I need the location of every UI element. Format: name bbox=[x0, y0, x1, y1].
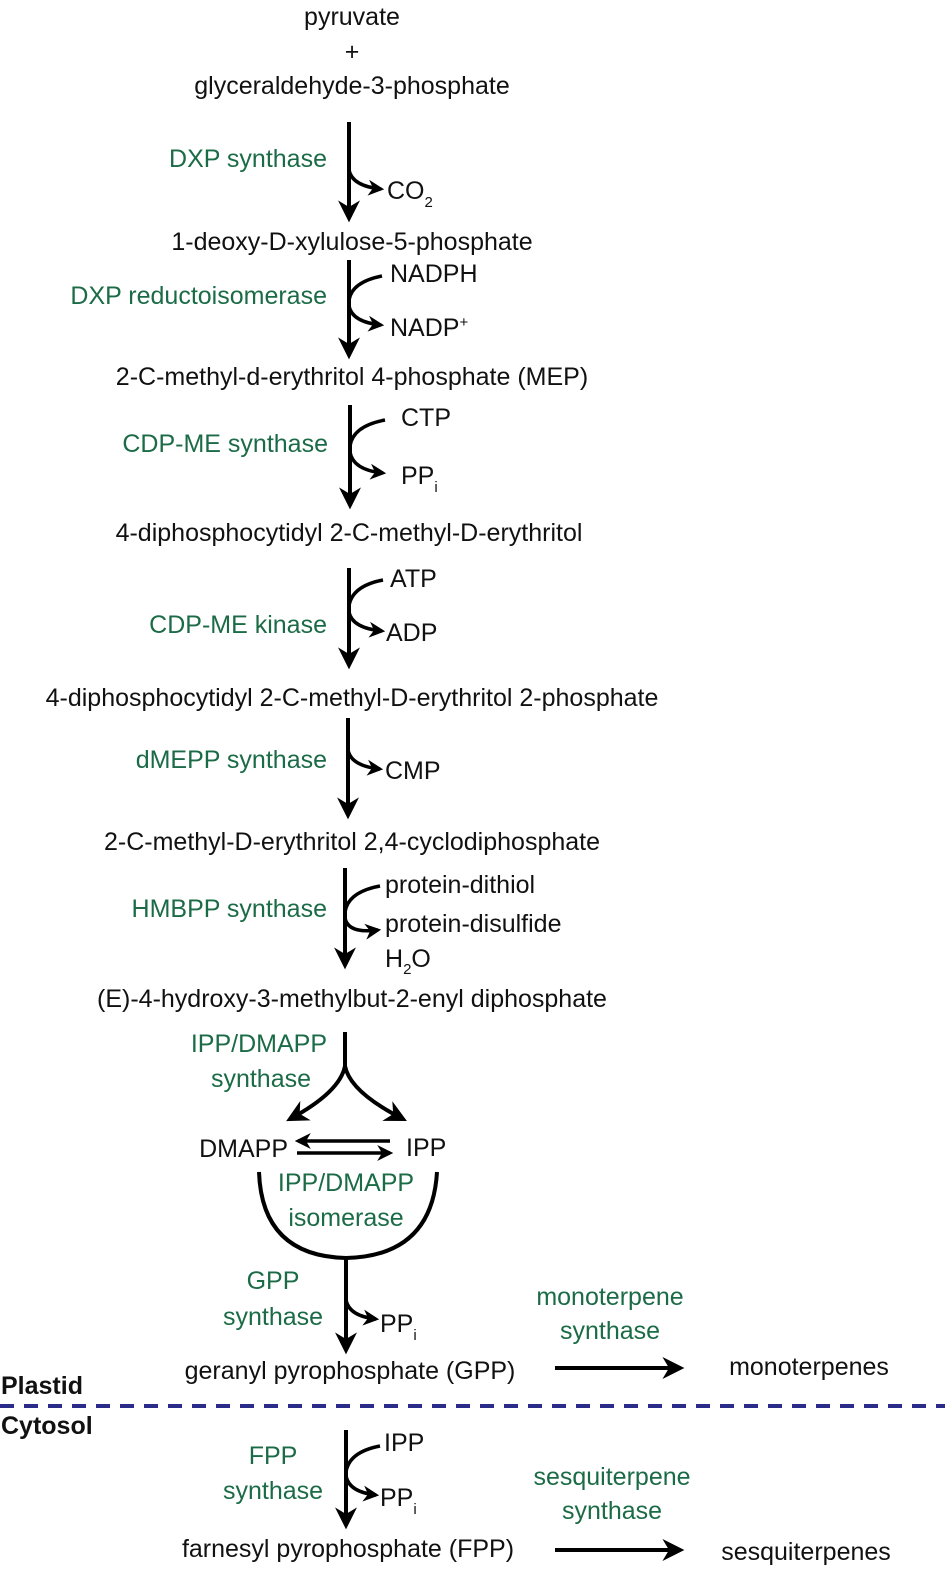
byproduct-arrow bbox=[344, 1299, 380, 1326]
cofactor-nadph: NADPH bbox=[390, 260, 478, 288]
cofactor-nadp: NADP+ bbox=[390, 314, 468, 342]
enzyme-sesquiterpene-synthase-1: sesquiterpene bbox=[533, 1463, 690, 1491]
compound-cdp-mep: 4-diphosphocytidyl 2-C-methyl-D-erythrit… bbox=[46, 684, 659, 712]
enzyme-monoterpene-synthase-1: monoterpene bbox=[536, 1283, 683, 1311]
compound-ipp: IPP bbox=[406, 1134, 446, 1162]
compound-gpp: geranyl pyrophosphate (GPP) bbox=[185, 1357, 516, 1385]
cofactor-cmp: CMP bbox=[385, 757, 441, 785]
enzyme-ipp-dmapp-isomerase-1: IPP/DMAPP bbox=[278, 1169, 414, 1197]
cofactor-in-arrow bbox=[347, 274, 383, 301]
cofactor-ctp: CTP bbox=[401, 404, 451, 432]
byproduct-arrow bbox=[348, 451, 387, 480]
enzyme-dxp-reductoisomerase: DXP reductoisomerase bbox=[70, 282, 327, 310]
byproduct-arrow bbox=[343, 917, 382, 940]
cofactor-h2o: H2O bbox=[385, 945, 431, 978]
compound-mep: 2-C-methyl-d-erythritol 4-phosphate (MEP… bbox=[116, 363, 588, 391]
byproduct-arrow bbox=[347, 305, 385, 332]
enzyme-ipp-dmapp-synthase-2: synthase bbox=[211, 1065, 311, 1093]
compartment-cytosol: Cytosol bbox=[1, 1412, 93, 1440]
cofactor-in-arrow bbox=[347, 578, 384, 607]
compound-fpp: farnesyl pyrophosphate (FPP) bbox=[182, 1535, 514, 1563]
substrate-pyruvate: pyruvate bbox=[304, 3, 400, 31]
cofactor-adp: ADP bbox=[386, 619, 437, 647]
compound-hmbpp: (E)-4-hydroxy-3-methylbut-2-enyl diphosp… bbox=[97, 985, 607, 1013]
enzyme-dxp-synthase: DXP synthase bbox=[169, 145, 327, 173]
substrate-g3p: glyceraldehyde-3-phosphate bbox=[194, 72, 510, 100]
cofactor-in-arrow bbox=[344, 1444, 381, 1473]
cofactor-in-arrow bbox=[343, 884, 381, 913]
enzyme-fpp-synthase-1: FPP bbox=[249, 1442, 298, 1470]
plus-sign: + bbox=[345, 38, 360, 66]
enzyme-fpp-synthase-2: synthase bbox=[223, 1477, 323, 1505]
compound-dmapp: DMAPP bbox=[199, 1135, 288, 1163]
cofactor-ipp: IPP bbox=[384, 1429, 424, 1457]
enzyme-cdp-me-synthase: CDP-ME synthase bbox=[122, 430, 328, 458]
enzyme-hmbpp-synthase: HMBPP synthase bbox=[132, 895, 327, 923]
cofactor-in-arrow bbox=[348, 418, 386, 447]
byproduct-arrow bbox=[347, 169, 385, 196]
compartment-plastid: Plastid bbox=[1, 1372, 83, 1400]
product-monoterpenes: monoterpenes bbox=[729, 1353, 889, 1381]
cofactor-protein-disulfide: protein-disulfide bbox=[385, 910, 562, 938]
enzyme-gpp-synthase-1: GPP bbox=[247, 1267, 300, 1295]
enzyme-ipp-dmapp-isomerase-2: isomerase bbox=[288, 1204, 403, 1232]
enzyme-gpp-synthase-2: synthase bbox=[223, 1303, 323, 1331]
byproduct-arrow bbox=[344, 1475, 380, 1502]
compound-cdp-me: 4-diphosphocytidyl 2-C-methyl-D-erythrit… bbox=[116, 519, 583, 547]
enzyme-cdp-me-kinase: CDP-ME kinase bbox=[149, 611, 327, 639]
enzyme-ipp-dmapp-synthase-1: IPP/DMAPP bbox=[191, 1030, 327, 1058]
cofactor-ppi: PPi bbox=[380, 1484, 417, 1518]
cofactor-ppi: PPi bbox=[401, 462, 438, 496]
cofactor-co2: CO2 bbox=[387, 177, 433, 211]
byproduct-arrow bbox=[346, 749, 384, 776]
byproduct-arrow bbox=[347, 611, 386, 638]
compound-dxp: 1-deoxy-D-xylulose-5-phosphate bbox=[171, 228, 532, 256]
cofactor-atp: ATP bbox=[390, 565, 437, 593]
product-sesquiterpenes: sesquiterpenes bbox=[721, 1538, 891, 1566]
branch-arrow-ipp bbox=[343, 1065, 407, 1121]
cofactor-ppi: PPi bbox=[380, 1310, 417, 1344]
enzyme-sesquiterpene-synthase-2: synthase bbox=[562, 1497, 662, 1525]
cofactor-protein-dithiol: protein-dithiol bbox=[385, 871, 535, 899]
compound-mecpp: 2-C-methyl-D-erythritol 2,4-cyclodiphosp… bbox=[104, 828, 600, 856]
enzyme-monoterpene-synthase-2: synthase bbox=[560, 1317, 660, 1345]
enzyme-dmepp-synthase: dMEPP synthase bbox=[136, 746, 327, 774]
